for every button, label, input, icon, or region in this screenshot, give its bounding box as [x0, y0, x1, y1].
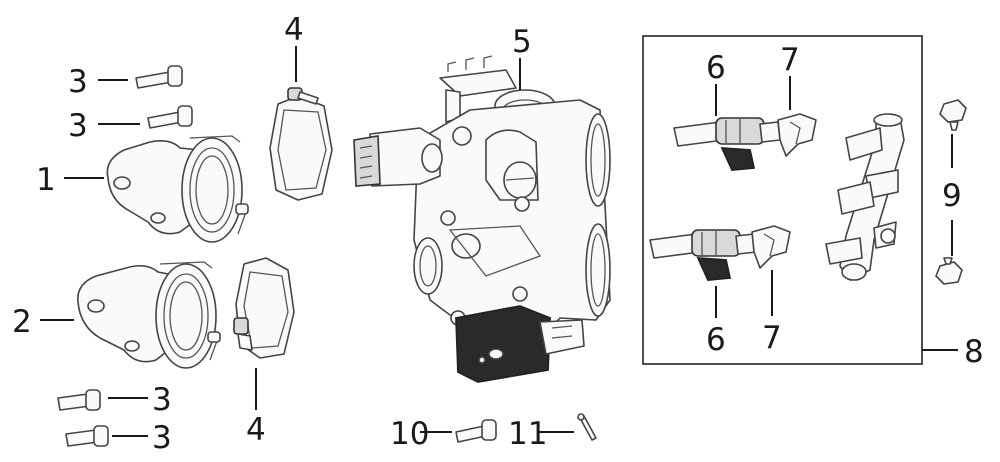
bolt-10	[455, 419, 497, 443]
callout-3-third: 3	[152, 382, 172, 418]
hose-clamp-4-top	[269, 87, 333, 201]
bolt-3-second	[147, 105, 193, 129]
callout-9: 9	[942, 178, 962, 214]
intake-joint-1	[106, 135, 249, 243]
fuel-injector-6-top	[673, 117, 781, 171]
intake-joint-2	[77, 261, 221, 369]
callout-7-top: 7	[780, 42, 800, 78]
pin-11	[577, 413, 597, 441]
callout-3-bottom: 3	[152, 420, 172, 456]
callout-5: 5	[512, 24, 532, 60]
bolt-3-bottom	[65, 425, 109, 447]
bolt-9-top	[939, 99, 967, 131]
callout-2: 2	[12, 304, 32, 340]
injector-kit-frame-8	[642, 35, 923, 365]
callout-3-second: 3	[68, 108, 88, 144]
callout-8: 8	[964, 334, 984, 370]
leader-lines	[40, 46, 958, 437]
callout-4-top: 4	[284, 12, 304, 48]
fuel-rail	[825, 113, 905, 281]
callout-4-bottom: 4	[246, 412, 266, 448]
throttle-body-5	[353, 55, 611, 383]
callout-1: 1	[36, 162, 56, 198]
injector-clip-7-bottom	[751, 225, 791, 269]
bolt-3-third	[57, 389, 101, 411]
fuel-injector-6-bottom	[649, 229, 757, 281]
bolt-9-bottom	[935, 257, 963, 285]
callout-7-bottom: 7	[762, 320, 782, 356]
bolt-3-top	[135, 65, 183, 89]
callout-6-top: 6	[706, 50, 726, 86]
callout-11: 11	[508, 416, 547, 452]
callout-3-top: 3	[68, 64, 88, 100]
callout-10: 10	[390, 416, 429, 452]
hose-clamp-4-bottom	[233, 257, 295, 359]
callout-6-bottom: 6	[706, 322, 726, 358]
injector-clip-7-top	[777, 113, 817, 157]
